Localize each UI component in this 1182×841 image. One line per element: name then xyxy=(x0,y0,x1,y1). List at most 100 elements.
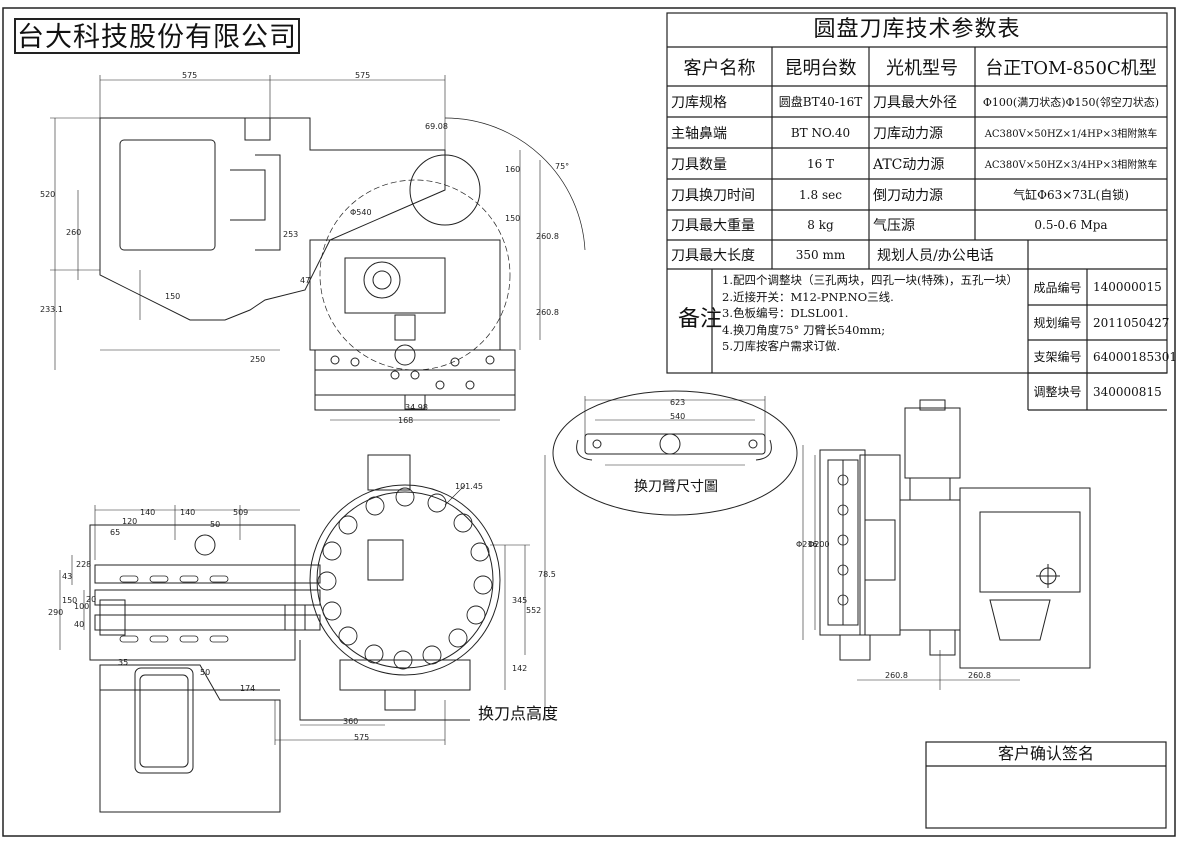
dim-label: 540 xyxy=(670,412,686,421)
code-label: 成品编号 xyxy=(1033,280,1082,295)
code-label: 调整块号 xyxy=(1033,385,1082,399)
dim-label: 43 xyxy=(62,572,73,581)
spec-row-value: 350 mm xyxy=(795,247,846,262)
dim-label: 260.8 xyxy=(968,671,991,680)
dim-label: 50 xyxy=(200,668,211,677)
dim-label: Φ200 xyxy=(808,540,830,549)
spec-row-value2: 0.5-0.6 Mpa xyxy=(1034,218,1108,232)
notes-title-wrap: 备注 xyxy=(676,280,723,360)
dim-label: 47 xyxy=(300,276,311,285)
dim-label: 100 xyxy=(74,602,90,611)
spec-row-value: 16 T xyxy=(806,156,835,171)
dim-label: Φ540 xyxy=(350,208,372,217)
dim-label: 69.08 xyxy=(425,122,448,131)
dim-label: 250 xyxy=(250,355,266,364)
spec-row-label2: 倒刀动力源 xyxy=(873,187,943,204)
signature-box xyxy=(925,741,1167,829)
code-value: 64000185301 xyxy=(1093,349,1177,364)
spec-row-label: 刀具最大长度 xyxy=(671,247,755,264)
code-label: 规划编号 xyxy=(1033,316,1082,330)
spec-row-label2: 气压源 xyxy=(873,218,915,234)
dim-label: 623 xyxy=(670,398,686,407)
top-view-drawing xyxy=(50,75,586,421)
dim-label: 40 xyxy=(74,620,85,629)
note-item: 1.配四个调整块（三孔两块，四孔一块(特殊)，五孔一块） xyxy=(722,273,1018,287)
dim-label: 20 xyxy=(86,595,97,604)
code-value: 140000015 xyxy=(1093,280,1162,294)
notes-title: 备注 xyxy=(678,307,723,332)
dim-label: 78.5 xyxy=(538,570,556,579)
dim-label: 260.8 xyxy=(885,671,908,680)
dim-label: 140 xyxy=(140,508,156,517)
spec-row-value2: AC380V×50HZ×1/4HP×3相附煞车 xyxy=(984,129,1158,140)
dim-label: 75° xyxy=(555,162,570,171)
arm-view-label: 换刀臂尺寸圖 xyxy=(634,479,718,495)
note-item: 4.换刀角度75° 刀臂长540mm; xyxy=(722,322,886,337)
dim-label: 34.98 xyxy=(405,403,428,412)
note-item: 5.刀库按客户需求订做. xyxy=(722,339,841,354)
dim-label: 233.1 xyxy=(40,305,63,314)
spec-row-label: 刀具最大重量 xyxy=(671,218,755,234)
dim-label: 150 xyxy=(62,596,78,605)
code-value: 2011050427 xyxy=(1093,315,1170,330)
dim-label: 260.8 xyxy=(536,232,559,241)
dim-label: 509 xyxy=(233,508,249,517)
spec-row-value: BT NO.40 xyxy=(790,125,851,140)
dim-label: 260.8 xyxy=(536,308,559,317)
spec-row-label2: 规划人员/办公电话 xyxy=(877,247,994,264)
arm-dimension-view xyxy=(552,390,798,516)
dim-label: 345 xyxy=(512,596,528,605)
company-name: 台大科技股份有限公司 xyxy=(14,18,300,54)
spec-row-value2: 气缸Φ63×73L(自锁) xyxy=(1013,188,1129,202)
tool-change-height-label: 换刀点高度 xyxy=(478,704,559,723)
spec-row-value2: AC380V×50HZ×3/4HP×3相附煞车 xyxy=(984,160,1158,171)
dim-label: 253 xyxy=(283,230,299,239)
code-value: 340000815 xyxy=(1093,384,1162,399)
spec-row-value: 8 kg xyxy=(807,218,834,232)
plan-view-drawing xyxy=(59,454,546,813)
spec-table-grid xyxy=(666,12,1168,411)
dim-label: 174 xyxy=(240,684,256,693)
side-view-drawing xyxy=(802,399,1091,690)
dim-label: 101.45 xyxy=(455,482,483,491)
spec-row-value2 xyxy=(1028,240,1167,269)
signature-label: 客户确认签名 xyxy=(997,744,1094,763)
spec-row-value: 1.8 sec xyxy=(799,187,842,202)
dim-label: Φ216 xyxy=(796,540,818,549)
note-item: 2.近接开关：M12-PNP.NO三线. xyxy=(722,289,894,304)
dim-label: 142 xyxy=(512,664,528,673)
code-label: 支架编号 xyxy=(1033,350,1082,364)
notes-list: 1.配四个调整块（三孔两块，四孔一块(特殊)，五孔一块） 2.近接开关：M12-… xyxy=(722,272,1028,355)
dim-label: 260 xyxy=(66,228,82,237)
dim-label: 575 xyxy=(354,733,370,742)
table-title: 圆盘刀库技术参数表 xyxy=(813,17,1021,42)
dim-label: 65 xyxy=(110,528,121,537)
spec-row-label: 刀具换刀时间 xyxy=(671,187,755,204)
dim-label: 120 xyxy=(122,517,138,526)
spec-row-label2: ATC动力源 xyxy=(873,156,945,173)
dim-label: 140 xyxy=(180,508,196,517)
dim-label: 168 xyxy=(398,416,414,425)
dim-label: 150 xyxy=(165,292,181,301)
sheet-border xyxy=(2,7,1176,837)
dim-label: 575 xyxy=(182,71,198,80)
spec-row-value: 圆盘BT40-16T xyxy=(778,95,863,109)
spec-row-label: 主轴鼻端 xyxy=(671,125,727,142)
spec-row-label: 刀库规格 xyxy=(671,94,727,111)
customer-value: 昆明台数 xyxy=(784,57,857,79)
dim-label: 228 xyxy=(76,560,92,569)
dim-label: 150 xyxy=(505,214,521,223)
note-item: 3.色板编号：DLSL001. xyxy=(722,306,849,321)
dim-label: 160 xyxy=(505,165,521,174)
dim-label: 290 xyxy=(48,608,64,617)
spec-row-label: 刀具数量 xyxy=(671,156,727,173)
dim-label: 552 xyxy=(526,606,542,615)
spec-row-label2: 刀具最大外径 xyxy=(873,94,957,111)
spec-row-value2: Φ100(满刀状态)Φ150(邻空刀状态) xyxy=(982,95,1160,109)
customer-label: 客户名称 xyxy=(683,57,756,79)
model-label: 光机型号 xyxy=(886,57,958,79)
dim-label: 360 xyxy=(343,717,359,726)
dim-label: 50 xyxy=(210,520,221,529)
dim-label: 35 xyxy=(118,658,129,667)
